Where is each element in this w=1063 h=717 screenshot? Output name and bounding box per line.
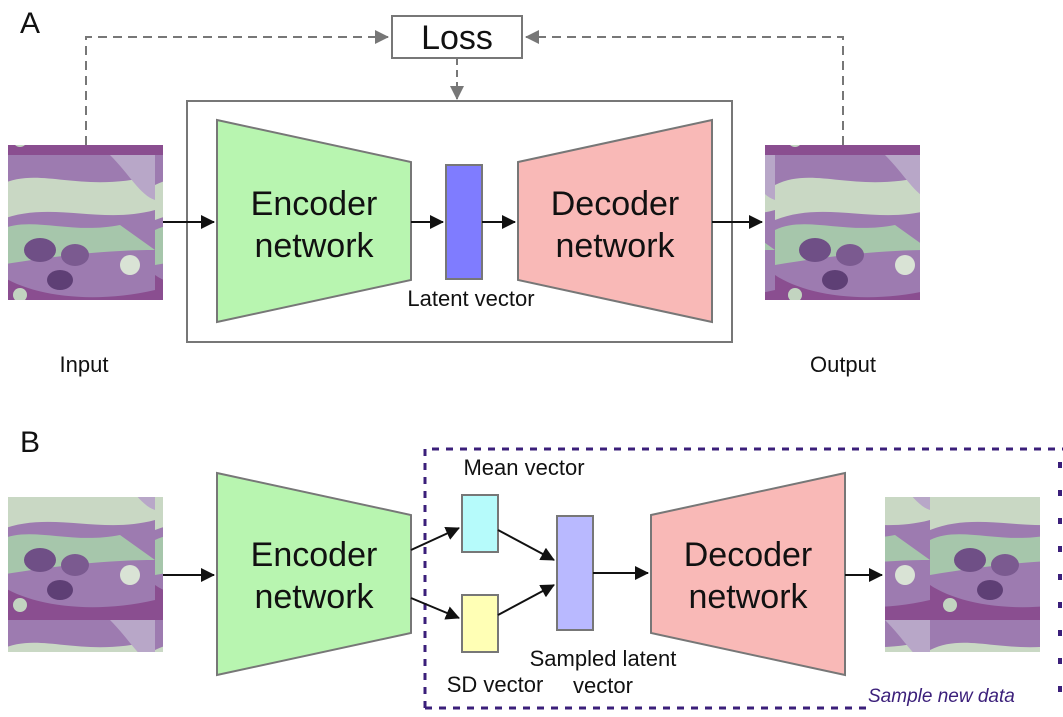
- decoder-a-line1: Decoder: [551, 185, 680, 223]
- decoder-b-line2: network: [688, 578, 808, 616]
- encoder-a-line2: network: [254, 227, 374, 265]
- sampled-latent-vector: [556, 515, 594, 631]
- mean-vector: [461, 494, 499, 553]
- encoder-b-line1: Encoder: [251, 536, 378, 574]
- output-label: Output: [810, 352, 876, 377]
- decoder-network-a: [517, 118, 713, 324]
- sample-region-right-edge: [1058, 462, 1062, 692]
- encoder-network-a: [216, 118, 412, 324]
- latent-vector-label: Latent vector: [407, 286, 534, 311]
- sd-vector: [461, 594, 499, 653]
- generated-image-b: [885, 497, 1040, 652]
- decoder-network-b: [650, 471, 846, 677]
- decoder-a-line2: network: [555, 227, 675, 265]
- loss-box: [391, 15, 523, 59]
- input-image: [8, 145, 163, 300]
- latent-vector: [445, 164, 483, 280]
- panel-b-letter: B: [20, 426, 40, 459]
- arrow-encoder-mean: [410, 527, 460, 551]
- output-image: [765, 145, 920, 300]
- sampled-label-line1: Sampled latent: [530, 646, 677, 671]
- sample-new-data-label: Sample new data: [868, 686, 1015, 707]
- mean-vector-label: Mean vector: [463, 455, 584, 480]
- loss-label: Loss: [421, 19, 493, 57]
- panel-a-letter: A: [20, 7, 40, 40]
- input-image-b: [8, 497, 163, 652]
- sampled-label-line2: vector: [573, 673, 633, 698]
- arrow-mean-sampled: [497, 529, 555, 561]
- arrow-encoder-sd: [410, 597, 460, 620]
- arrow-sd-sampled: [497, 584, 555, 616]
- encoder-b-line2: network: [254, 578, 374, 616]
- sample-region-top-left: [423, 447, 1063, 708]
- input-to-loss-arrow: [85, 30, 389, 145]
- decoder-b-line1: Decoder: [684, 536, 813, 574]
- sd-vector-label: SD vector: [447, 672, 544, 697]
- input-label: Input: [60, 352, 109, 377]
- output-to-loss-arrow: [525, 30, 844, 145]
- encoder-a-line1: Encoder: [251, 185, 378, 223]
- encoder-network-b: [216, 471, 412, 677]
